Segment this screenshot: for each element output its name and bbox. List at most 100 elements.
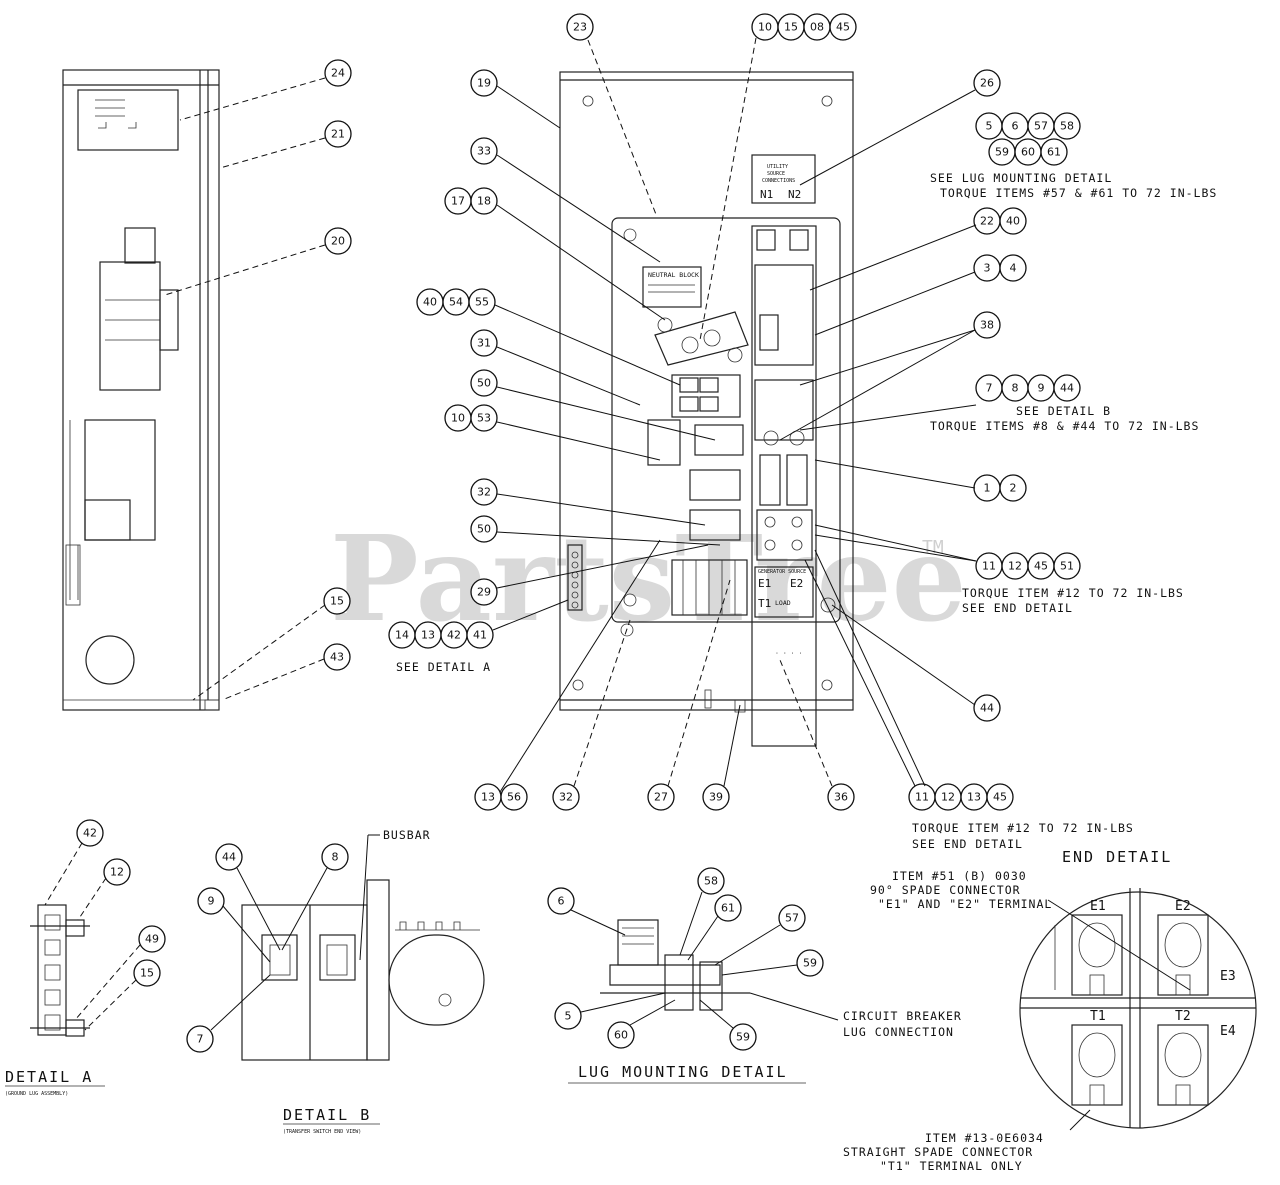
balloon-2[interactable]: 2	[999, 474, 1027, 502]
balloon-1[interactable]: 1	[973, 474, 1001, 502]
balloon-55[interactable]: 55	[468, 288, 496, 316]
balloon-17[interactable]: 17	[444, 187, 472, 215]
balloon-50b[interactable]: 50	[470, 515, 498, 543]
svg-text:23: 23	[573, 21, 587, 34]
balloon-27[interactable]: 27	[647, 783, 675, 811]
balloon-19[interactable]: 19	[470, 69, 498, 97]
lug-mounting-title: LUG MOUNTING DETAIL	[578, 1063, 788, 1081]
balloon-57[interactable]: 57	[1027, 112, 1055, 140]
balloon-33[interactable]: 33	[470, 137, 498, 165]
balloon-32-bottom[interactable]: 32	[552, 783, 580, 811]
balloon-13-bottom-2[interactable]: 13	[960, 783, 988, 811]
balloon-43[interactable]: 43	[323, 643, 351, 671]
balloon-32[interactable]: 32	[470, 478, 498, 506]
balloon-36[interactable]: 36	[827, 783, 855, 811]
balloon-49[interactable]: 49	[138, 925, 166, 953]
svg-text:44: 44	[1060, 382, 1074, 395]
balloon-61[interactable]: 61	[1040, 138, 1068, 166]
balloon-9[interactable]: 9	[1027, 374, 1055, 402]
svg-text:60: 60	[1021, 146, 1035, 159]
svg-text:12: 12	[110, 866, 124, 879]
balloon-39[interactable]: 39	[702, 783, 730, 811]
svg-text:58: 58	[704, 875, 718, 888]
balloon-45[interactable]: 45	[1027, 552, 1055, 580]
balloon-15-detail-a[interactable]: 15	[133, 959, 161, 987]
balloon-26[interactable]: 26	[973, 69, 1001, 97]
balloon-10[interactable]: 10	[444, 404, 472, 432]
balloon-20[interactable]: 20	[324, 227, 352, 255]
balloon-58-lug[interactable]: 58	[697, 867, 725, 895]
balloon-7[interactable]: 7	[975, 374, 1003, 402]
balloon-6[interactable]: 6	[1001, 112, 1029, 140]
balloon-59-lug[interactable]: 59	[796, 949, 824, 977]
balloon-45-top[interactable]: 45	[829, 13, 857, 41]
balloon-7-detail-b[interactable]: 7	[186, 1025, 214, 1053]
utility-label-2: SOURCE	[767, 171, 785, 177]
svg-text:9: 9	[208, 895, 215, 908]
item51-line1: ITEM #51 (B) 0030	[892, 869, 1027, 883]
note-detail-b-torque: TORQUE ITEMS #8 & #44 TO 72 IN-LBS	[930, 419, 1199, 433]
balloon-61-lug[interactable]: 61	[714, 894, 742, 922]
balloon-59-lug-b[interactable]: 59	[729, 1023, 757, 1051]
balloon-15[interactable]: 15	[323, 587, 351, 615]
balloon-54[interactable]: 54	[442, 288, 470, 316]
balloon-21[interactable]: 21	[324, 120, 352, 148]
balloon-60-lug[interactable]: 60	[607, 1021, 635, 1049]
balloon-3[interactable]: 3	[973, 254, 1001, 282]
balloon-11[interactable]: 11	[975, 552, 1003, 580]
balloon-44-detail-b[interactable]: 44	[215, 843, 243, 871]
balloon-50[interactable]: 50	[470, 369, 498, 397]
balloon-31[interactable]: 31	[470, 329, 498, 357]
balloon-57-lug[interactable]: 57	[778, 904, 806, 932]
balloon-9-detail-b[interactable]: 9	[197, 887, 225, 915]
balloon-8-detail-b[interactable]: 8	[321, 843, 349, 871]
balloon-4[interactable]: 4	[999, 254, 1027, 282]
balloon-12-bottom[interactable]: 12	[934, 783, 962, 811]
note-lug-mount: SEE LUG MOUNTING DETAIL	[930, 171, 1112, 185]
balloon-44[interactable]: 44	[1053, 374, 1081, 402]
balloon-38[interactable]: 38	[973, 311, 1001, 339]
balloon-60[interactable]: 60	[1014, 138, 1042, 166]
svg-text:40: 40	[1006, 215, 1020, 228]
balloon-13-bottom[interactable]: 13	[474, 783, 502, 811]
svg-text:3: 3	[984, 262, 991, 275]
balloon-12[interactable]: 12	[1001, 552, 1029, 580]
balloon-51[interactable]: 51	[1053, 552, 1081, 580]
svg-text:38: 38	[980, 319, 994, 332]
balloon-12-detail-a[interactable]: 12	[103, 858, 131, 886]
balloon-42[interactable]: 42	[440, 621, 468, 649]
balloon-8[interactable]: 8	[1001, 374, 1029, 402]
balloon-56[interactable]: 56	[500, 783, 528, 811]
balloon-15-top[interactable]: 15	[777, 13, 805, 41]
balloon-29[interactable]: 29	[470, 578, 498, 606]
svg-text:45: 45	[836, 21, 850, 34]
balloon-40[interactable]: 40	[416, 288, 444, 316]
balloon-5[interactable]: 5	[975, 112, 1003, 140]
svg-text:5: 5	[565, 1010, 572, 1023]
balloon-6-lug[interactable]: 6	[547, 887, 575, 915]
detail-a-title: DETAIL A	[5, 1068, 93, 1086]
balloon-18[interactable]: 18	[470, 187, 498, 215]
balloon-23[interactable]: 23	[566, 13, 594, 41]
note-end-torque: TORQUE ITEM #12 TO 72 IN-LBS	[962, 586, 1184, 600]
balloon-5-lug[interactable]: 5	[554, 1002, 582, 1030]
balloon-24[interactable]: 24	[324, 59, 352, 87]
balloon-22[interactable]: 22	[973, 207, 1001, 235]
balloon-42-detail-a[interactable]: 42	[76, 819, 104, 847]
balloon-41[interactable]: 41	[466, 621, 494, 649]
end-e1: E1	[1090, 899, 1106, 914]
balloon-13[interactable]: 13	[414, 621, 442, 649]
svg-text:5: 5	[986, 120, 993, 133]
balloon-45-bottom[interactable]: 45	[986, 783, 1014, 811]
balloon-14[interactable]: 14	[388, 621, 416, 649]
balloon-10-top[interactable]: 10	[751, 13, 779, 41]
balloon-11-bottom[interactable]: 11	[908, 783, 936, 811]
balloon-58[interactable]: 58	[1053, 112, 1081, 140]
balloon-40b[interactable]: 40	[999, 207, 1027, 235]
balloon-08-top[interactable]: 08	[803, 13, 831, 41]
balloon-44-low[interactable]: 44	[973, 694, 1001, 722]
balloon-59[interactable]: 59	[988, 138, 1016, 166]
balloon-53[interactable]: 53	[470, 404, 498, 432]
svg-text:61: 61	[1047, 146, 1061, 159]
